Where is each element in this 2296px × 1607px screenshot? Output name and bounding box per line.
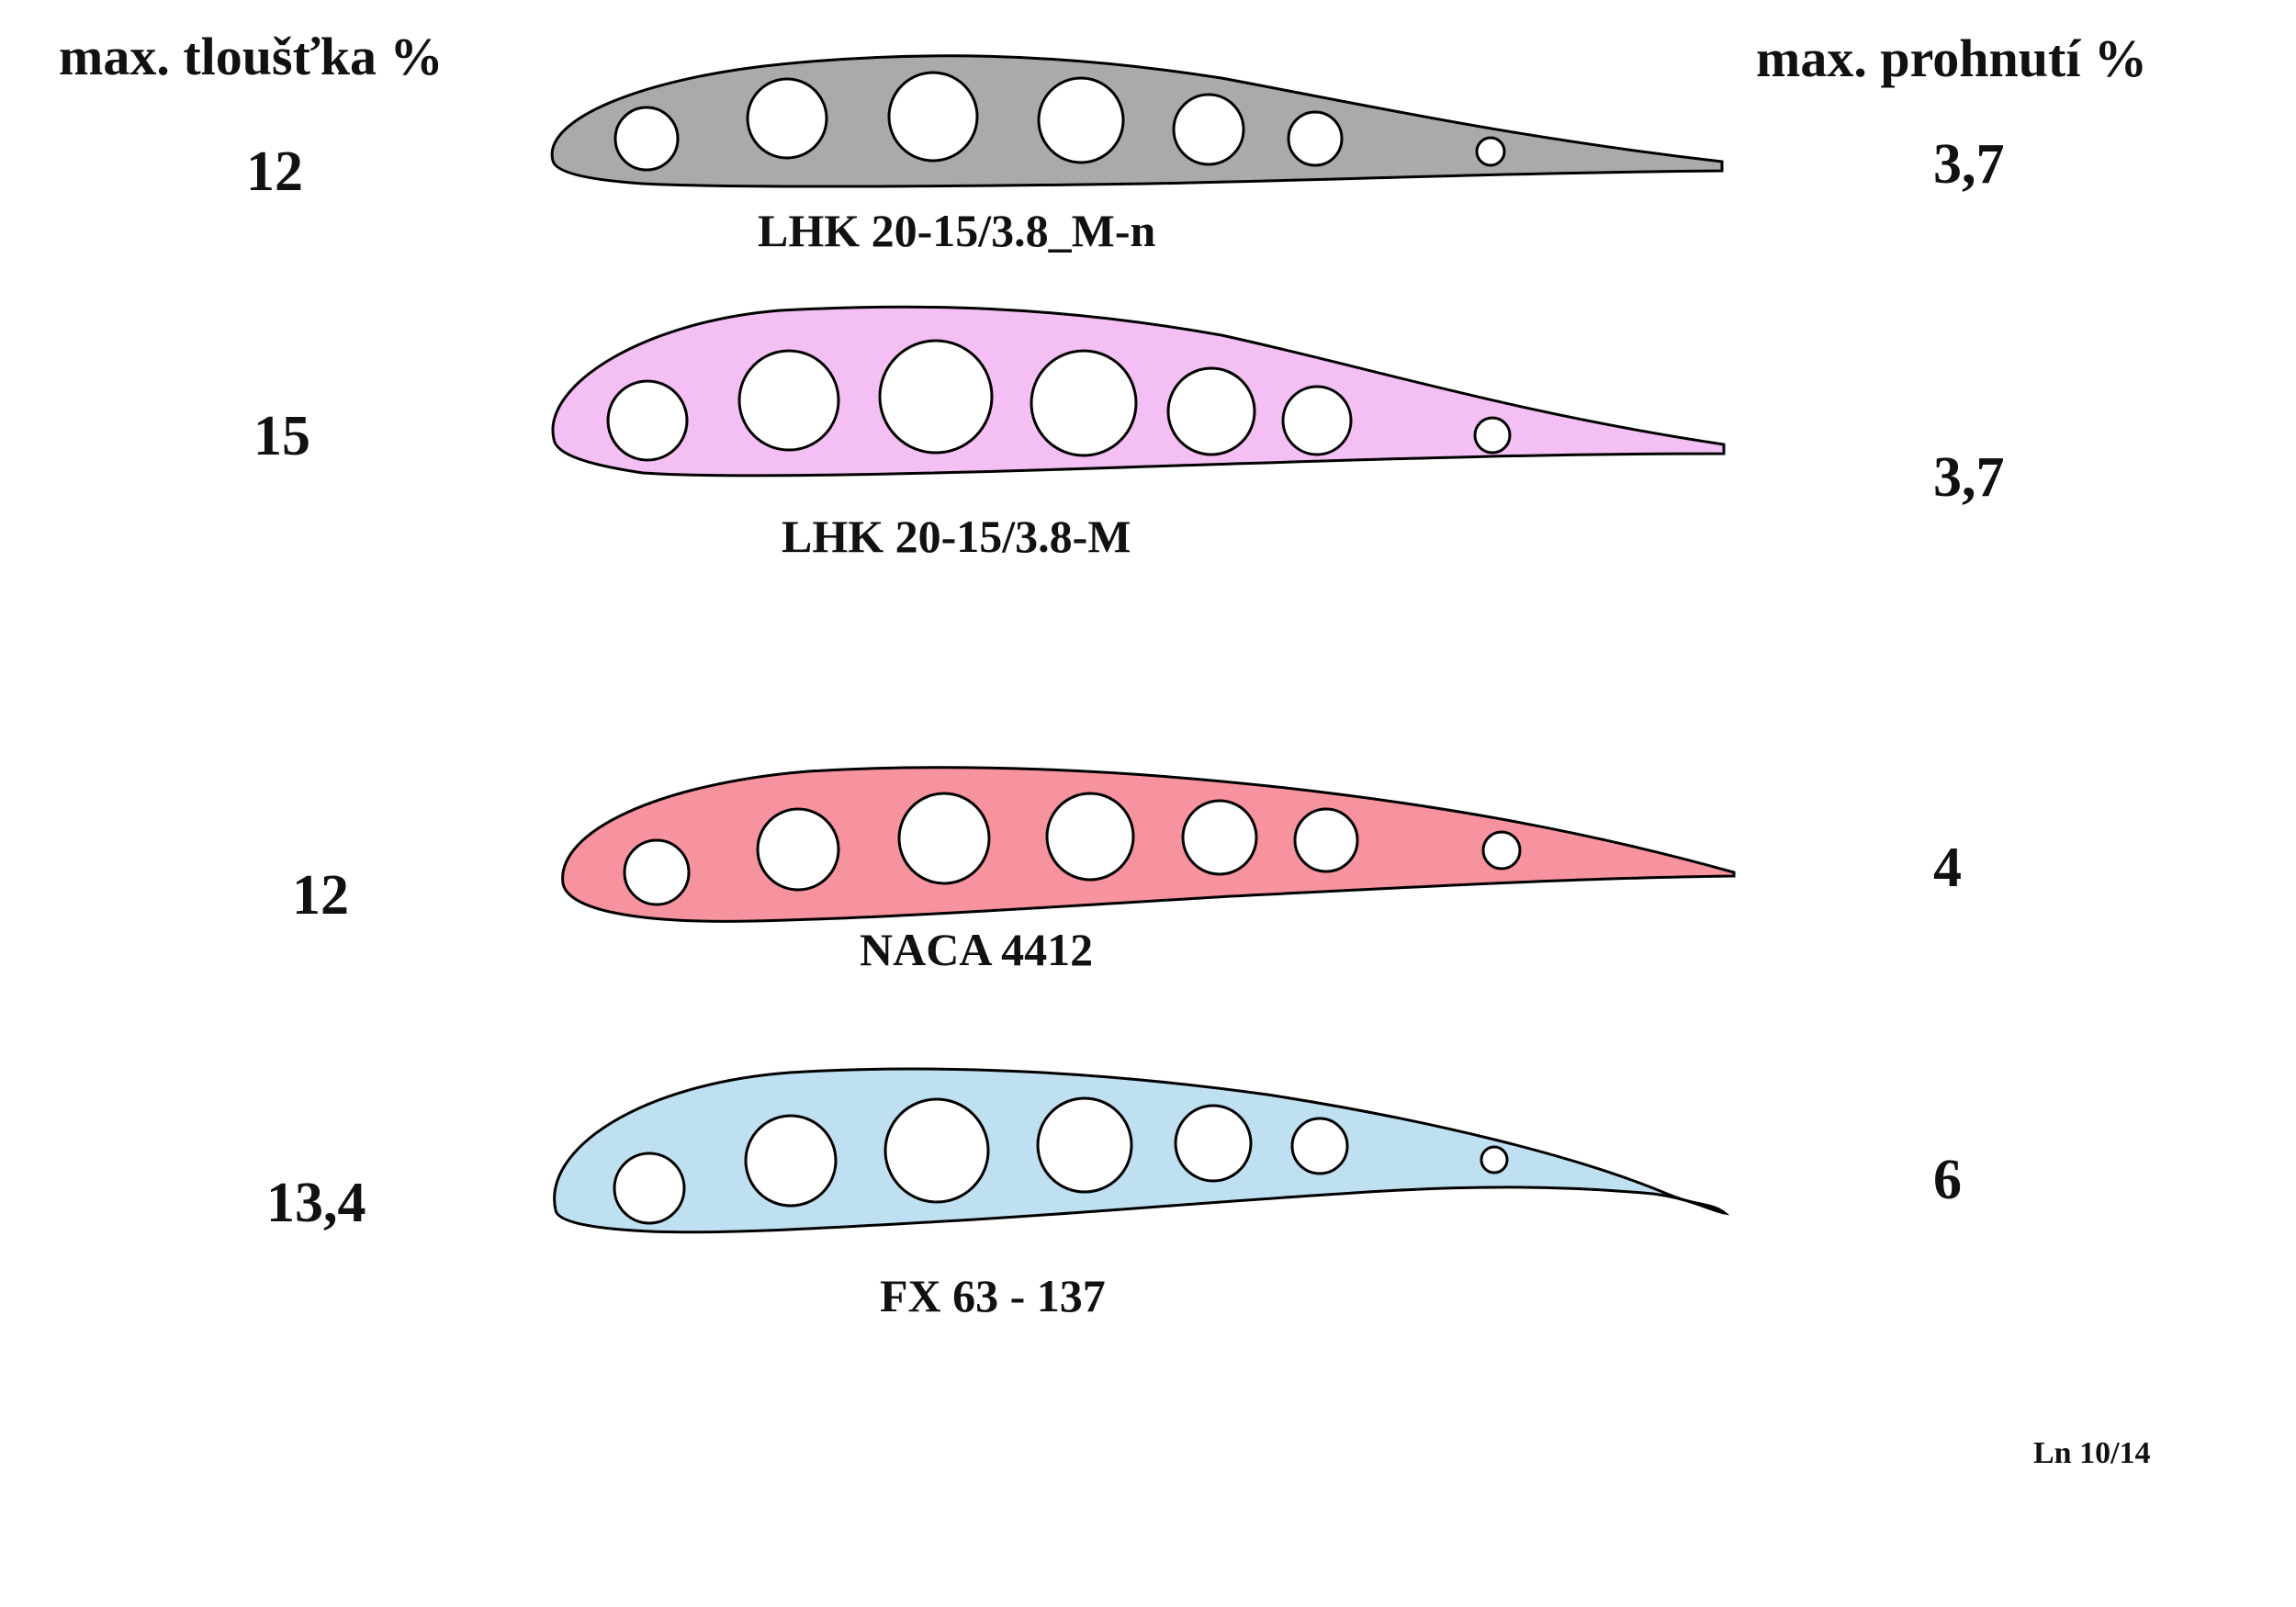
hole — [1172, 93, 1245, 166]
hole — [1293, 807, 1359, 873]
hole — [1181, 799, 1258, 876]
hole — [1287, 110, 1344, 167]
airfoil-3-thickness: 12 — [292, 864, 349, 927]
hole — [1030, 349, 1138, 457]
airfoil-2-name: LHK 20-15/3.8-M — [782, 511, 1131, 562]
hole — [606, 379, 689, 462]
hole — [1481, 830, 1522, 871]
hole — [746, 77, 828, 160]
hole — [1475, 136, 1506, 167]
hole — [887, 71, 979, 163]
hole — [737, 349, 840, 452]
airfoil-1 — [550, 54, 1724, 188]
airfoil-1-camber: 3,7 — [1933, 133, 2005, 196]
hole — [1037, 76, 1125, 164]
airfoil-4 — [553, 1067, 1730, 1234]
airfoil-2 — [551, 305, 1726, 478]
airfoil-4-camber: 6 — [1933, 1149, 1962, 1211]
airfoil-4-profile — [553, 1067, 1730, 1234]
airfoil-2-profile — [551, 305, 1726, 478]
airfoil-3-name: NACA 4412 — [860, 924, 1094, 975]
hole — [1174, 1104, 1253, 1183]
airfoil-4-thickness: 13,4 — [266, 1172, 366, 1234]
hole — [878, 339, 994, 455]
camber-header: max. prohnutí % — [1756, 28, 2147, 88]
airfoil-1-profile — [550, 54, 1724, 188]
airfoil-1-name: LHK 20-15/3.8_M-n — [758, 205, 1156, 256]
hole — [1281, 385, 1353, 456]
hole — [623, 838, 691, 906]
airfoil-2-camber: 3,7 — [1933, 446, 2005, 509]
airfoil-3 — [561, 766, 1736, 923]
hole — [884, 1097, 990, 1204]
hole — [1290, 1117, 1349, 1175]
airfoil-3-camber: 4 — [1933, 837, 1962, 899]
hole — [1473, 416, 1512, 455]
page-footer: Ln 10/14 — [2033, 1436, 2151, 1470]
airfoil-2-thickness: 15 — [253, 405, 310, 467]
hole — [613, 1152, 686, 1225]
hole — [1480, 1145, 1509, 1174]
thickness-header: max. tloušťka % — [59, 27, 444, 86]
hole — [756, 807, 840, 892]
hole — [1166, 366, 1256, 456]
hole — [897, 792, 991, 885]
hole — [1045, 792, 1135, 882]
airfoil-3-profile — [561, 766, 1736, 923]
hole — [1036, 1096, 1133, 1194]
hole — [613, 106, 680, 172]
airfoil-4-name: FX 63 - 137 — [880, 1270, 1106, 1321]
hole — [744, 1114, 838, 1208]
airfoil-1-thickness: 12 — [246, 140, 303, 203]
